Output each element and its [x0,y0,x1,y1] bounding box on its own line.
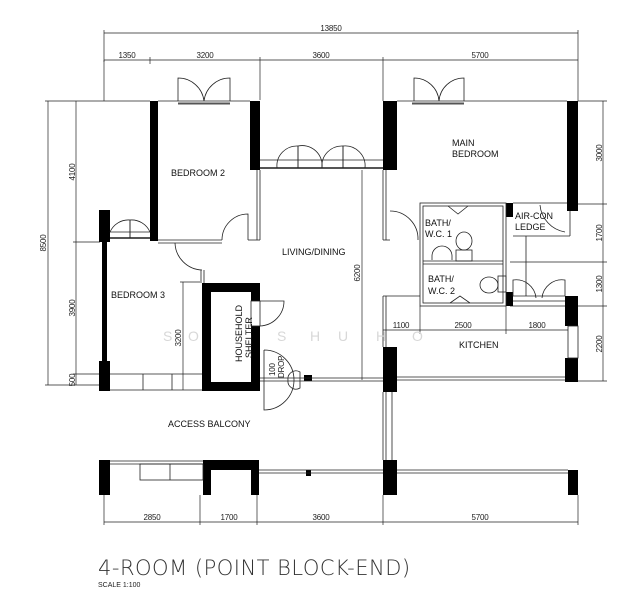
room-label-main-bedroom-1: MAIN [452,138,475,148]
watermark: S O S H U H O [163,328,423,344]
dim-top-overall: 13850 [320,24,342,33]
room-label-main-bedroom-2: BEDROOM [452,149,499,159]
dim-left-3: 500 [68,373,77,386]
partitions [110,100,579,481]
svg-text:S: S [277,328,286,344]
dim-bottom-4: 5700 [472,513,490,522]
room-label-kitchen: KITCHEN [459,340,499,350]
dim-left-overall: 8500 [39,234,48,252]
room-label-bedroom-3: BEDROOM 3 [111,290,165,300]
room-label-bath-2-line2: W.C. 2 [428,286,455,296]
dim-shelter-interior: 3200 [174,329,183,347]
room-label-aircon-line1: AIR-CON [515,211,553,221]
svg-text:H: H [310,328,320,344]
dim-top-3: 3600 [313,51,331,60]
room-label-shelter-line1: HOUSEHOLD [234,304,244,362]
room-label-shelter-line2: SHELTER [244,317,254,358]
dim-right-4: 2200 [595,335,604,353]
dim-bottom-1: 2850 [144,513,162,522]
room-label-bath-1-line1: BATH/ [425,218,451,228]
room-label-bath-2-line1: BATH/ [428,274,454,284]
dim-top-2: 3200 [197,51,215,60]
room-label-bedroom-2: BEDROOM 2 [171,168,225,178]
svg-text:U: U [338,328,348,344]
room-label-aircon-line2: LEDGE [515,222,546,232]
dim-right-3: 1300 [595,275,604,293]
dim-living-interior: 6200 [353,264,362,282]
svg-text:H: H [376,328,386,344]
dim-right-1: 3000 [595,144,604,162]
plan-title: 4-ROOM (POINT BLOCK-END) [98,556,411,580]
drop-label-2: DROP [277,356,286,378]
room-label-living-dining: LIVING/DINING [282,247,346,257]
svg-text:O: O [188,328,199,344]
room-label-bath-1-line2: W.C. 1 [425,229,452,239]
dim-bottom-3: 3600 [313,513,331,522]
room-label-access-balcony: ACCESS BALCONY [168,419,251,429]
dim-top-1: 1350 [119,51,137,60]
dim-bottom-2: 1700 [221,513,239,522]
svg-text:S: S [163,328,172,344]
dim-left-2: 3900 [68,299,77,317]
dim-kitchen-3: 1800 [529,321,547,330]
dim-kitchen-2: 2500 [455,321,473,330]
plan-scale: SCALE 1:100 [98,582,141,589]
dim-right-2: 1700 [595,224,604,242]
dim-kitchen-1: 1100 [393,321,410,330]
dim-left-1: 4100 [68,163,77,181]
dim-top-4: 5700 [472,51,490,60]
doors [109,77,566,411]
dimension-lines [45,30,607,525]
svg-text:O: O [412,328,423,344]
drop-label-1: 100 [268,363,277,376]
